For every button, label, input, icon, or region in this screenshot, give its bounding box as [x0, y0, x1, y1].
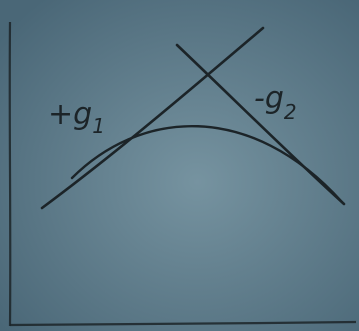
grade-line-positive [40, 26, 265, 210]
vertical-curve [70, 124, 344, 204]
left-border-line [8, 21, 12, 327]
bottom-border-line [9, 320, 357, 327]
grade-label-right: -g2 [254, 81, 297, 124]
grade-label-left: +g1 [48, 97, 105, 138]
grade-line-negative [175, 43, 346, 206]
